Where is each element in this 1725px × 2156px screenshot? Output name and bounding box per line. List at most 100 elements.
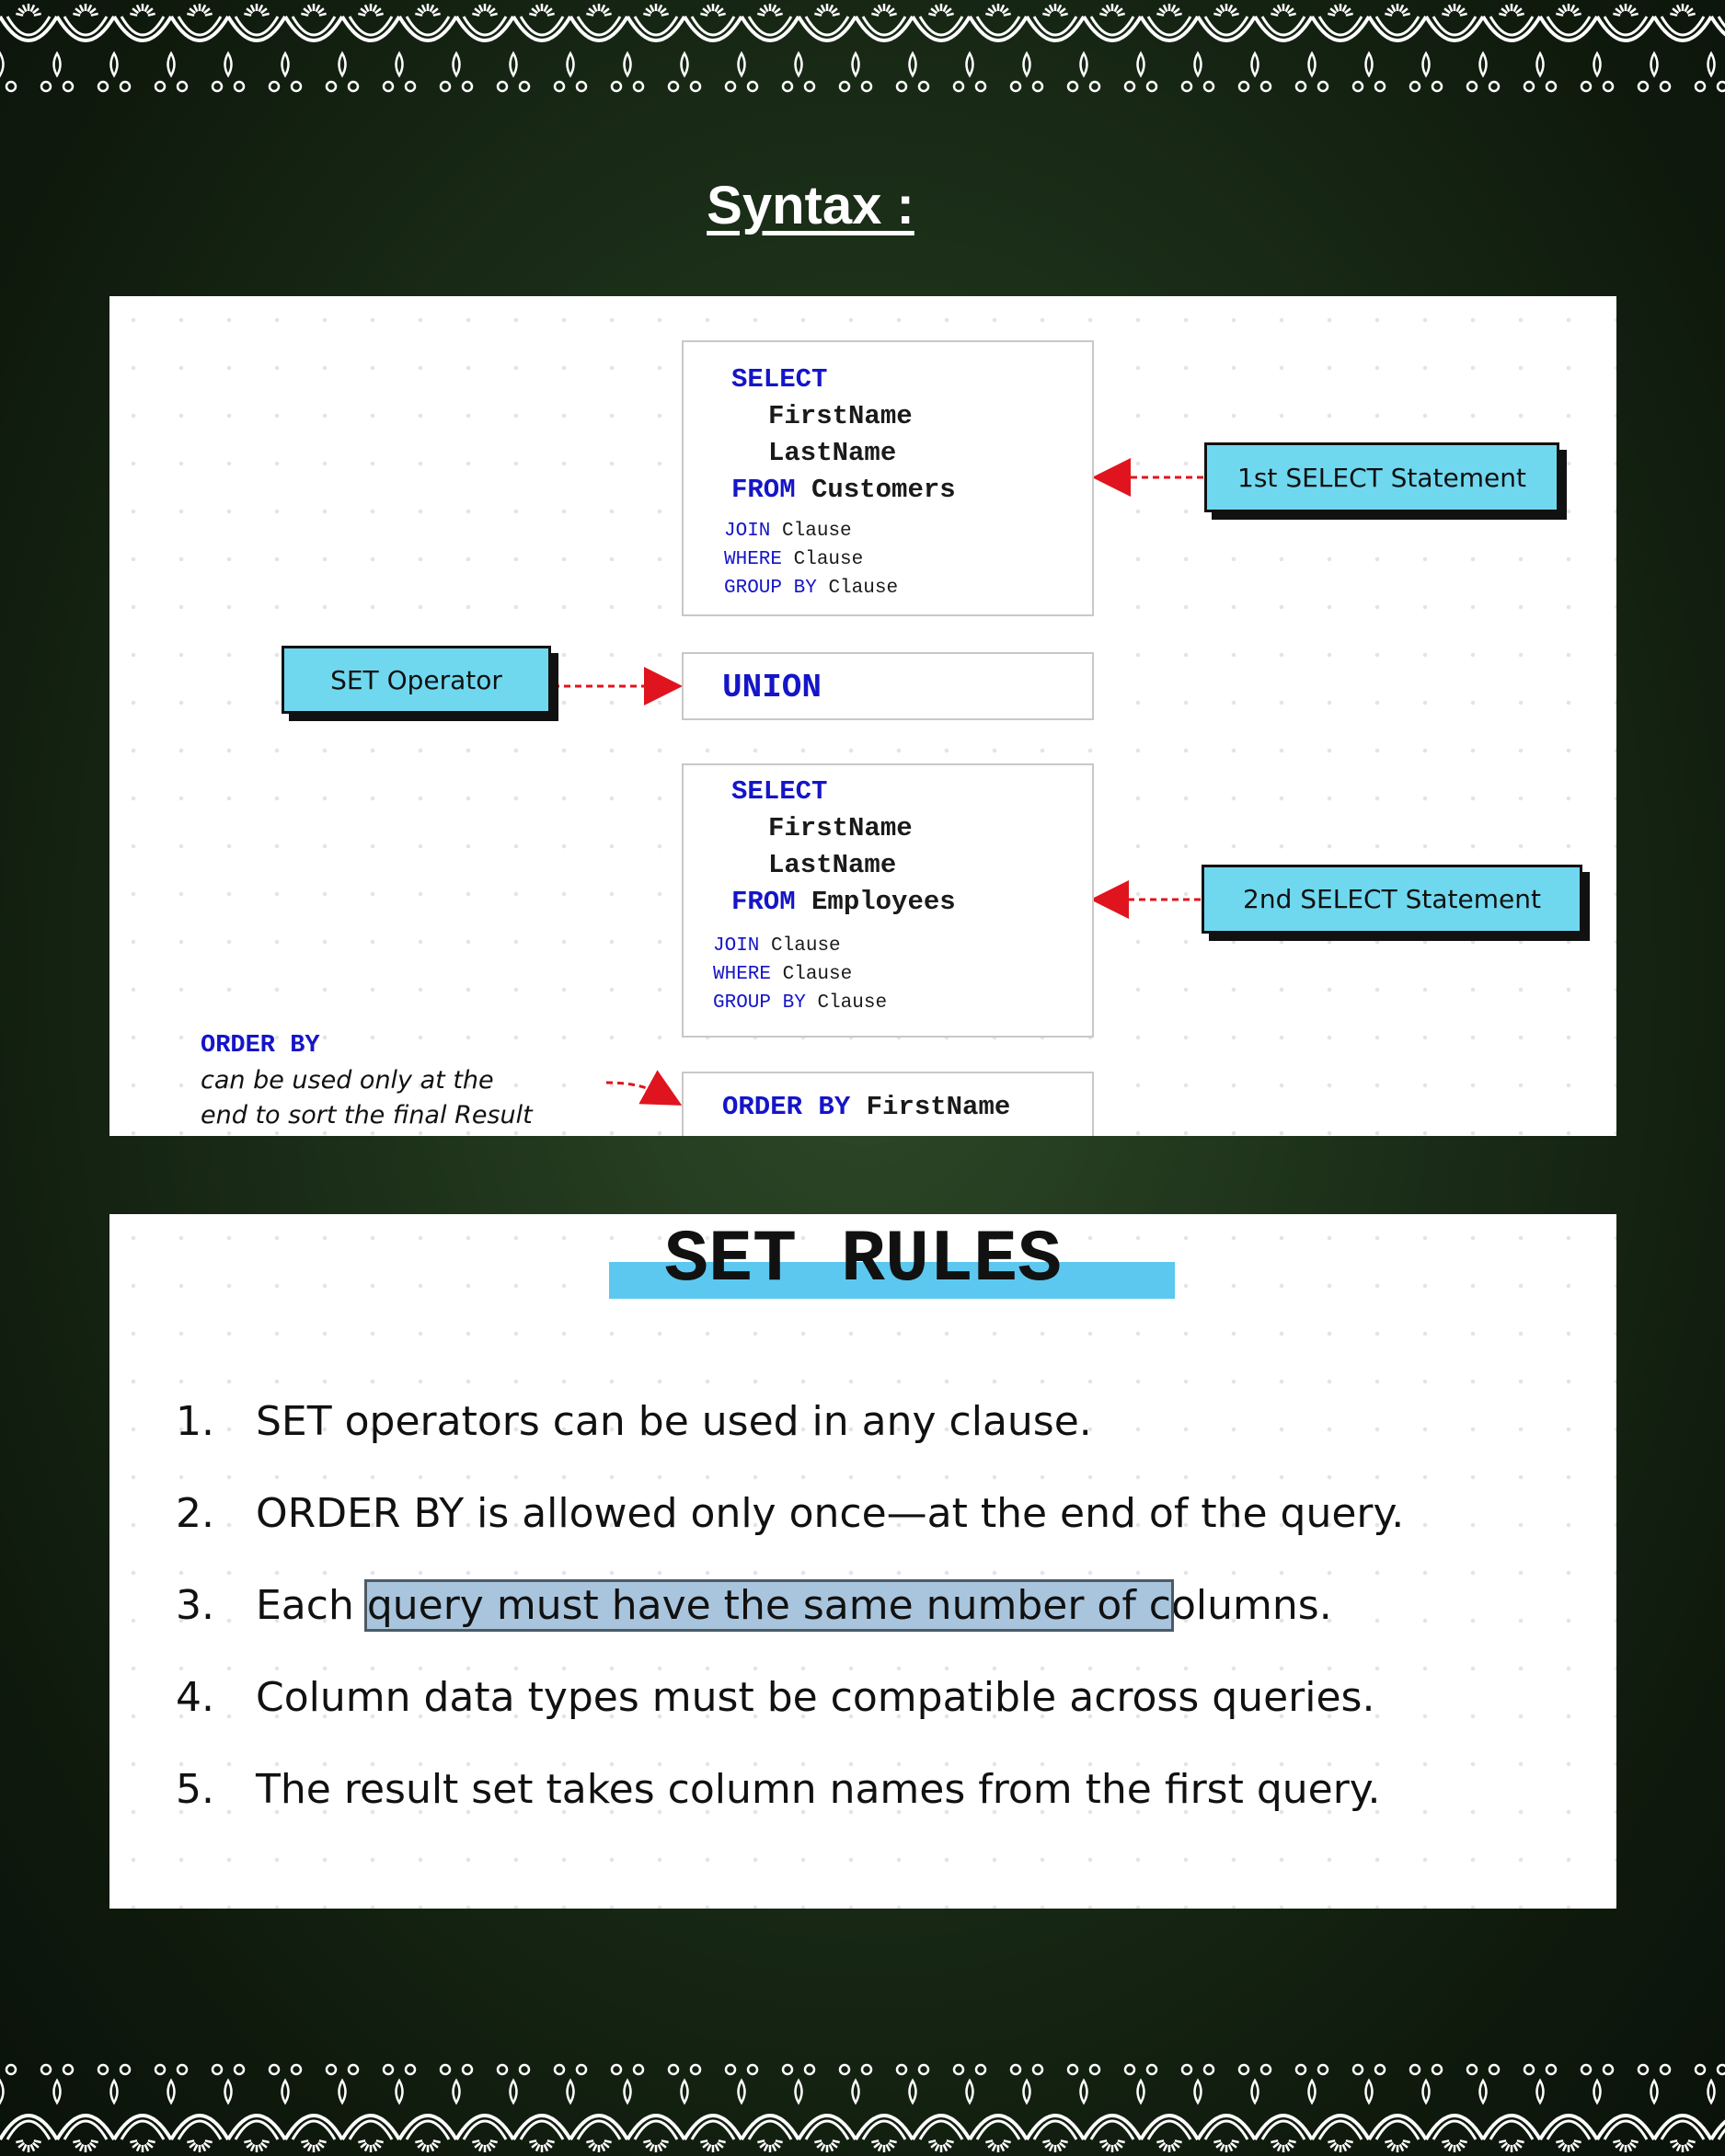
border-ray (706, 2143, 712, 2152)
border-ray (1627, 4, 1633, 13)
border-scallop (569, 2114, 629, 2141)
border-ray (529, 12, 537, 17)
border-scallop (797, 2114, 857, 2141)
border-scallop (55, 15, 116, 42)
border-loop (1409, 80, 1421, 93)
border-drop (794, 2078, 803, 2105)
border-ray (31, 2141, 40, 2149)
border-ray (1615, 7, 1623, 15)
border-ray (358, 2139, 366, 2144)
border-ray (432, 2139, 441, 2144)
border-ray (1685, 2141, 1694, 2149)
join-keyword: JOIN (713, 935, 760, 957)
border-ray (645, 7, 653, 15)
border-drop (1707, 2078, 1716, 2105)
border-ray (543, 2143, 549, 2152)
border-ray (363, 4, 370, 13)
border-ray (1402, 2139, 1410, 2144)
callout-first-select: 1st SELECT Statement (1204, 442, 1559, 512)
border-scallop (55, 2114, 116, 2141)
border-loop (233, 80, 246, 93)
border-drop (737, 2078, 746, 2105)
border-ray (1101, 7, 1110, 15)
border-ray (706, 4, 712, 13)
border-drop (908, 51, 917, 78)
border-ray (1556, 2139, 1564, 2144)
border-scallop-inner (1260, 2119, 1306, 2140)
border-loop (1123, 80, 1136, 93)
clause-word: Clause (782, 964, 853, 985)
border-ray (588, 2141, 596, 2149)
border-loop (290, 2063, 303, 2076)
border-scallop-inner (405, 16, 451, 37)
border-ray (1613, 2139, 1621, 2144)
border-ray (830, 2141, 838, 2149)
border-loop (746, 2063, 759, 2076)
border-ray (1512, 2143, 1519, 2152)
rule-item: 2.ORDER BY is allowed only once—at the e… (176, 1490, 1404, 1537)
border-ray (417, 7, 425, 15)
border-scallop-inner (1089, 2119, 1135, 2140)
border-drop (1136, 2078, 1145, 2105)
border-ray (1455, 4, 1462, 13)
border-scallop (1424, 2114, 1485, 2141)
border-ray (1672, 2141, 1680, 2149)
border-loop (667, 80, 680, 93)
border-ray (1504, 2143, 1511, 2152)
border-ray (489, 2139, 498, 2144)
border-ray (873, 7, 881, 15)
rule-text: Column data types must be compatible acr… (256, 1674, 1375, 1721)
border-ray (889, 12, 897, 17)
border-ray (259, 7, 268, 15)
border-drop (1022, 2078, 1031, 2105)
border-scallop-inner (1717, 16, 1725, 29)
border-ray (1329, 2141, 1338, 2149)
border-ray (1455, 2143, 1462, 2152)
border-ray (1170, 2143, 1177, 2152)
border-ray (1447, 4, 1454, 13)
border-ray (1156, 12, 1165, 17)
border-ray (1613, 12, 1621, 17)
border-scallop-inner (804, 2119, 850, 2140)
union-keyword: UNION (722, 669, 822, 706)
note-line: end to sort the final Result (201, 1101, 533, 1130)
border-ray (1174, 12, 1182, 17)
border-ray (592, 2143, 598, 2152)
border-scallop-inner (462, 2119, 508, 2140)
border-loop (838, 80, 851, 93)
border-loop (610, 2063, 623, 2076)
border-ray (306, 2143, 313, 2152)
border-ray (1170, 4, 1177, 13)
border-loop (1466, 2063, 1478, 2076)
border-ray (477, 4, 484, 13)
border-ray (78, 2143, 85, 2152)
border-ray (1573, 12, 1581, 17)
border-loop (1180, 80, 1193, 93)
border-ray (889, 2139, 897, 2144)
border-drop (509, 51, 518, 78)
border-ray (488, 7, 496, 15)
border-loop (781, 80, 794, 93)
border-drop (509, 2078, 518, 2105)
border-ray (1105, 4, 1111, 13)
border-scallop (740, 2114, 800, 2141)
border-ray (1271, 12, 1279, 17)
border-loop (1009, 2063, 1022, 2076)
border-ray (545, 7, 553, 15)
border-ray (258, 2143, 264, 2152)
border-ray (1117, 2139, 1125, 2144)
border-loop (917, 2063, 930, 2076)
border-loop (1317, 2063, 1329, 2076)
border-loop (176, 80, 189, 93)
border-ray (1276, 4, 1282, 13)
select-statement-2-box: SELECT FirstName LastName FROM Employees… (682, 763, 1094, 1038)
border-ray (659, 2141, 667, 2149)
border-loop (1580, 80, 1593, 93)
text-selection-highlight[interactable]: query must have the same number of c (363, 1579, 1174, 1632)
border-ray (144, 4, 150, 13)
border-ray (318, 12, 327, 17)
border-ray (1443, 7, 1452, 15)
border-ray (1056, 2143, 1063, 2152)
border-ray (535, 4, 541, 13)
border-loop (1202, 2063, 1215, 2076)
